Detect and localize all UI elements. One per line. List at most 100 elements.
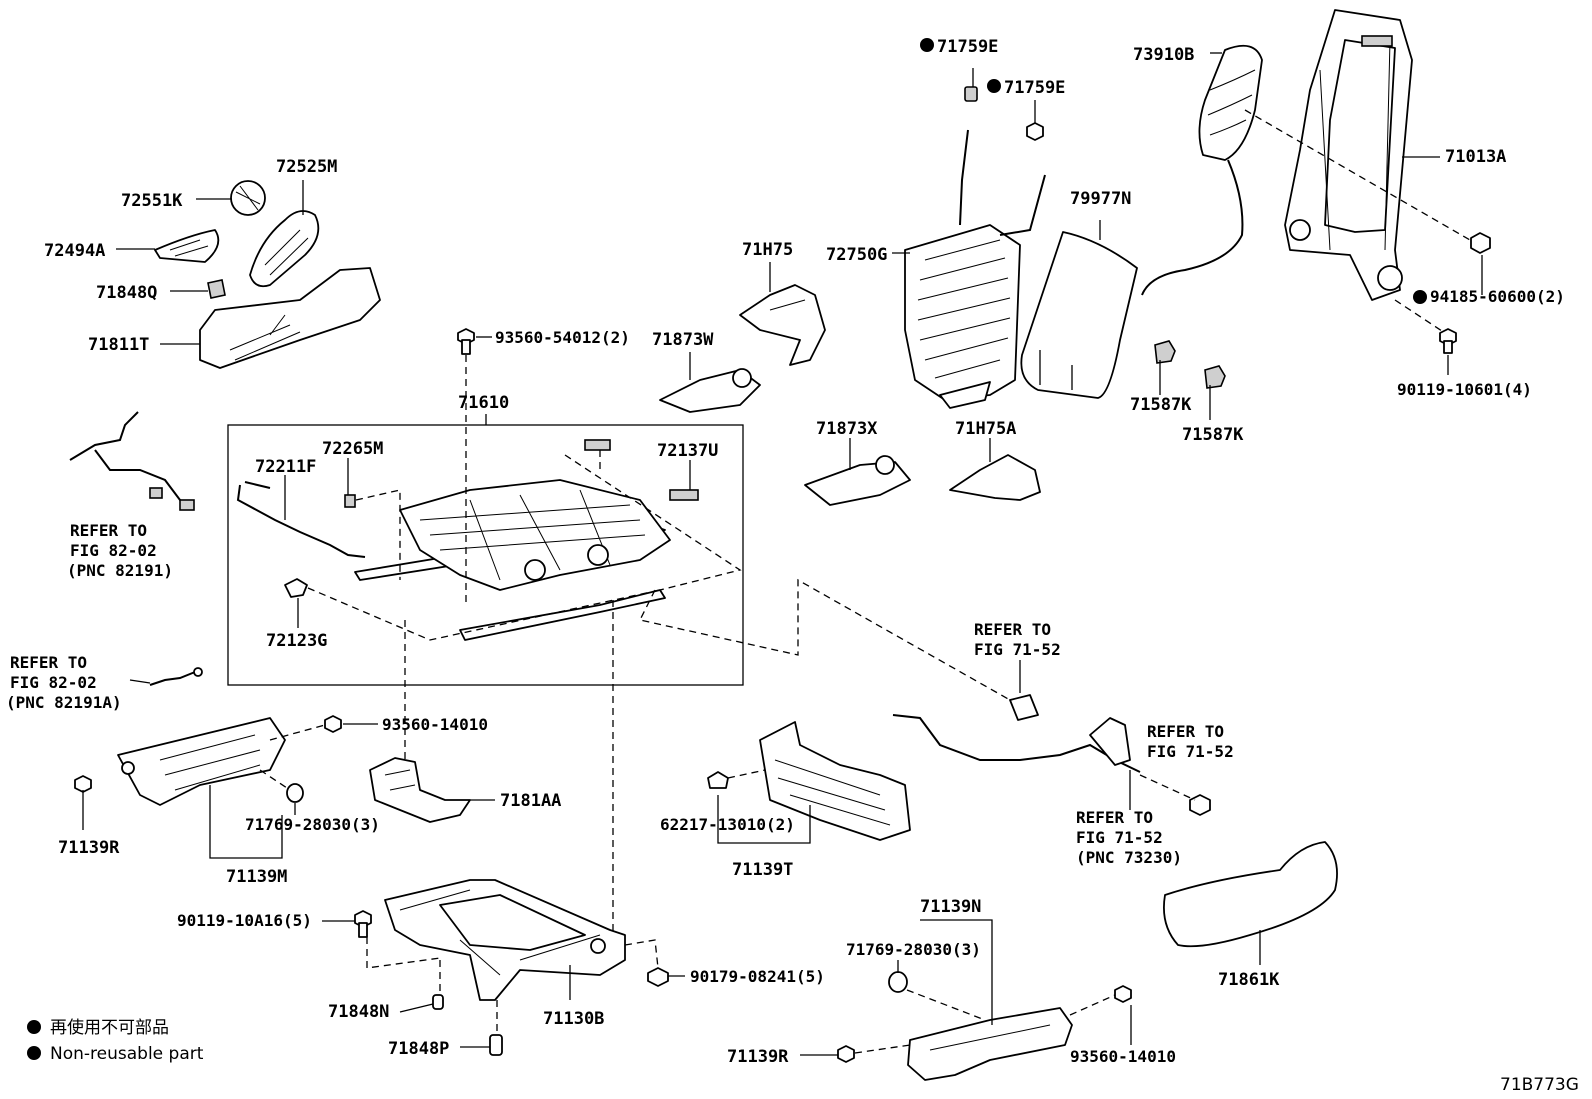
label-93560-54012: 93560-54012(2) (495, 328, 630, 347)
cover-71139t-part (759, 721, 911, 841)
cushion-71861k-part (1163, 841, 1338, 948)
label-71h75a: 71H75A (955, 419, 1016, 439)
label-71848q: 71848Q (96, 283, 157, 303)
label-79977n: 79977N (1070, 189, 1131, 209)
knob-72525m-part (249, 210, 320, 288)
label-72211f: 72211F (255, 457, 316, 477)
label-72494a: 72494A (44, 241, 105, 261)
refer-71-52-a-line1: REFER TO (974, 620, 1051, 639)
label-72551k: 72551K (121, 191, 183, 211)
clip-71759e-part (964, 68, 1044, 141)
shield-71811t-part (199, 267, 381, 369)
lever-72494a-part (154, 229, 220, 263)
harness-82191a-part (149, 667, 203, 686)
screw-93560-14010-part (324, 715, 1132, 1003)
non-reusable-dot (987, 79, 1001, 93)
refer-71-52-b-line1: REFER TO (1147, 722, 1224, 741)
label-72123g: 72123G (266, 631, 327, 651)
non-reusable-dot (920, 38, 934, 52)
label-71848p: 71848P (388, 1039, 449, 1059)
bolt-90119-10601-part (1439, 328, 1457, 354)
non-reusable-dot (27, 1046, 41, 1060)
label-71587k-left: 71587K (1130, 395, 1192, 415)
pad-79977n-part (1020, 231, 1138, 399)
label-71139t: 71139T (732, 860, 793, 880)
cover-71139m-part (117, 717, 286, 806)
figure-code: 71B773G (1500, 1075, 1579, 1095)
non-reusable-dot (1413, 290, 1427, 304)
legend: 再使用不可部品 Non-reusable part (50, 1017, 204, 1064)
bolt-90119-10a16-part (354, 910, 372, 938)
label-94185-60600: 94185-60600(2) (1430, 287, 1565, 306)
label-71759e-top: 71759E (937, 37, 998, 57)
reference-notes: REFER TO FIG 82-02 (PNC 82191) REFER TO … (6, 521, 1234, 867)
clip-62217-part (707, 771, 729, 789)
seatback-frame-71013a-part (1284, 9, 1413, 301)
label-71139r-left: 71139R (58, 838, 120, 858)
screw-71139r-part (74, 775, 855, 1063)
label-72265m: 72265M (322, 439, 383, 459)
refer-73230-line2: FIG 71-52 (1076, 828, 1163, 847)
label-71769-28030-right: 71769-28030(3) (846, 940, 981, 959)
airbag-73910b-part (1141, 44, 1263, 296)
frame-box-71610 (227, 414, 744, 686)
label-71h75: 71H75 (742, 240, 793, 260)
wire-72211f-part (236, 481, 366, 558)
label-71139m: 71139M (226, 867, 287, 887)
refer-82191a-line2: FIG 82-02 (10, 673, 97, 692)
bracket-71873x-part (804, 455, 911, 506)
non-reusable-markers (27, 38, 1427, 1060)
label-71139n: 71139N (920, 897, 981, 917)
pin-71848p-part (489, 1034, 503, 1056)
label-73910b: 73910B (1133, 45, 1194, 65)
label-90119-10601: 90119-10601(4) (1397, 380, 1532, 399)
refer-82191-line3: (PNC 82191) (67, 561, 173, 580)
refer-73230-line1: REFER TO (1076, 808, 1153, 827)
label-90179-08241: 90179-08241(5) (690, 967, 825, 986)
label-93560-14010-right: 93560-14010 (1070, 1047, 1176, 1066)
label-71759e-second: 71759E (1004, 78, 1065, 98)
legend-japanese: 再使用不可部品 (50, 1017, 169, 1038)
label-71610: 71610 (458, 393, 509, 413)
cap-72551k-part (230, 180, 266, 216)
label-71139r-right: 71139R (727, 1047, 789, 1067)
bracket-71h75a-part (949, 454, 1041, 501)
pin-71848n-part (432, 994, 444, 1010)
refer-82191-line1: REFER TO (70, 521, 147, 540)
bracket-71873w-part (659, 368, 761, 413)
label-71873x: 71873X (816, 419, 878, 439)
label-72750g: 72750G (826, 245, 887, 265)
refer-71-52-a-line2: FIG 71-52 (974, 640, 1061, 659)
label-72137u: 72137U (657, 441, 718, 461)
nut-94185-part (1470, 232, 1491, 254)
bracket-7181aa-part (369, 757, 471, 823)
screw-93560-54012-part (457, 328, 475, 355)
harness-82191-part (69, 411, 195, 511)
seatback-spring-72750g-part (904, 129, 1046, 409)
leader-lines (82, 52, 1483, 1056)
label-72525m: 72525M (276, 157, 337, 177)
label-71811t: 71811T (88, 335, 149, 355)
label-90119-10a16: 90119-10A16(5) (177, 911, 312, 930)
clip-71769-part (286, 783, 908, 993)
non-reusable-dot (27, 1020, 41, 1034)
label-71013a: 71013A (1445, 147, 1506, 167)
label-7181aa: 7181AA (500, 791, 561, 811)
belt-harness-73230-part (892, 694, 1211, 816)
refer-71-52-b-line2: FIG 71-52 (1147, 742, 1234, 761)
base-frame-71130b-part (384, 879, 626, 1001)
label-71861k: 71861K (1218, 970, 1280, 990)
label-71873w: 71873W (652, 330, 714, 350)
label-62217-13010: 62217-13010(2) (660, 815, 795, 834)
label-93560-14010-left: 93560-14010 (382, 715, 488, 734)
refer-82191a-line1: REFER TO (10, 653, 87, 672)
refer-82191-line2: FIG 82-02 (70, 541, 157, 560)
part-71848q (207, 279, 226, 299)
bracket-71h75-part (739, 284, 826, 366)
label-71130b: 71130B (543, 1009, 604, 1029)
legend-english: Non-reusable part (50, 1044, 204, 1064)
part-labels: 71759E 71759E 73910B 71013A 72525M 72551… (44, 37, 1565, 1067)
label-71848n: 71848N (328, 1002, 389, 1022)
clip-71587k-part (1154, 340, 1226, 389)
